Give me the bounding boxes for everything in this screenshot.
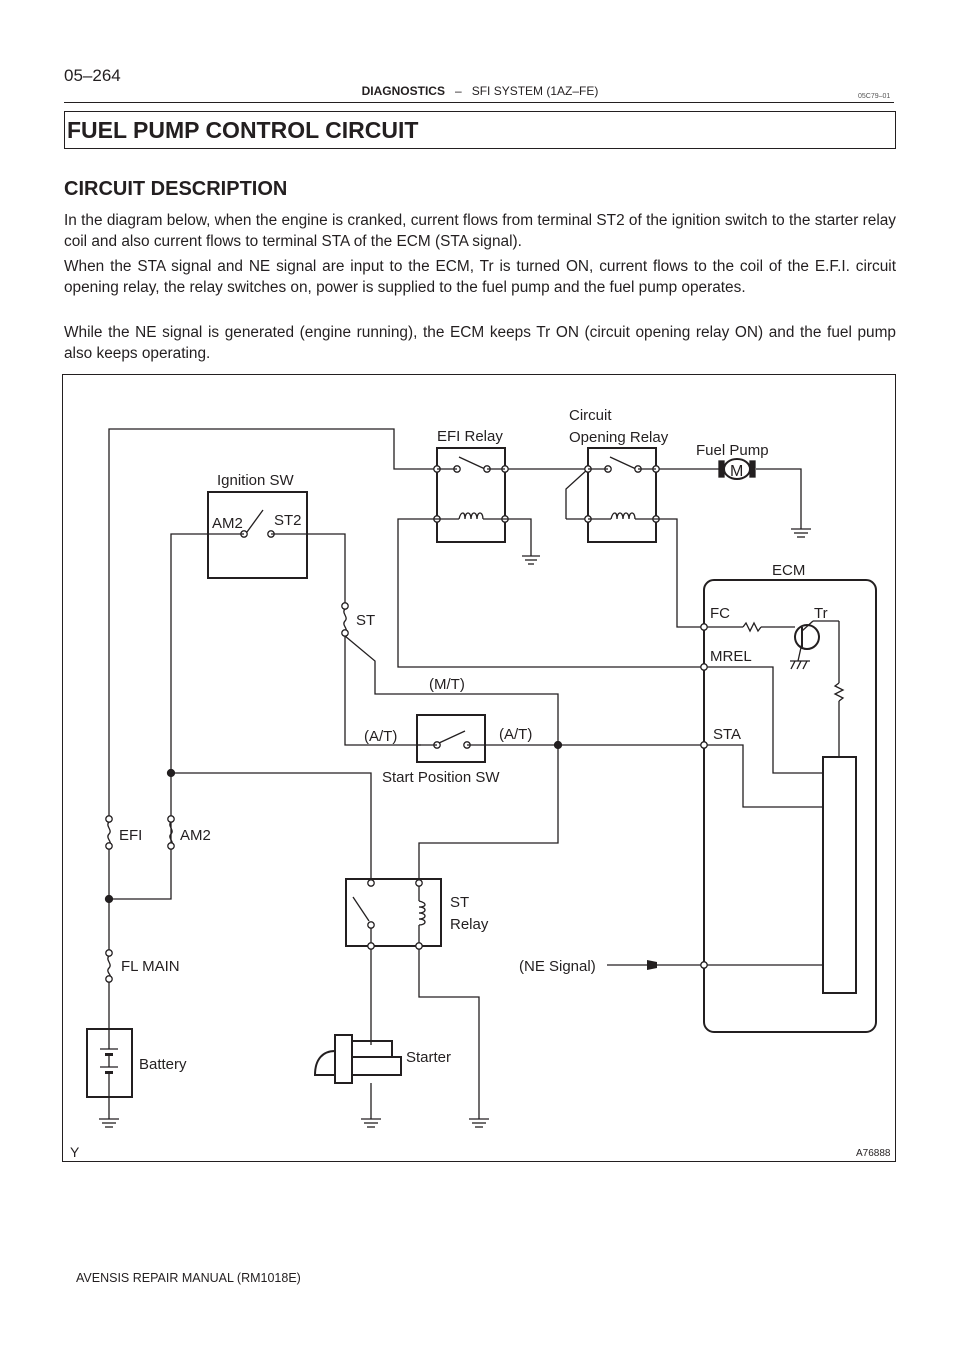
mrel-wire bbox=[397, 518, 704, 668]
st-relay-ground-wire bbox=[418, 949, 480, 1119]
label-st-relay-1: ST bbox=[450, 894, 469, 911]
label-efi-relay: EFI Relay bbox=[437, 428, 503, 445]
paragraph-2: When the STA signal and NE signal are in… bbox=[64, 258, 896, 296]
st-relay-coil-feed bbox=[418, 745, 559, 879]
label-start-position-sw: Start Position SW bbox=[382, 769, 500, 786]
label-corner-mark: Y bbox=[70, 1144, 80, 1160]
diagram-labels: EFI Relay Circuit Opening Relay Fuel Pum… bbox=[70, 407, 891, 1160]
label-figure-id: A76888 bbox=[856, 1148, 891, 1159]
st-relay-contact-feed bbox=[171, 772, 372, 879]
header-subsection: SFI SYSTEM (1AZ–FE) bbox=[471, 84, 599, 98]
label-mrel: MREL bbox=[710, 648, 752, 665]
label-fl-main: FL MAIN bbox=[121, 958, 180, 975]
circuit-diagram: EFI Relay Circuit Opening Relay Fuel Pum… bbox=[62, 374, 896, 1162]
doc-code: 05C79–01 bbox=[858, 93, 891, 100]
fuel-pump bbox=[718, 458, 756, 480]
page-number: 05–264 bbox=[64, 66, 121, 85]
am2-fuse bbox=[167, 815, 175, 850]
efi-relay bbox=[433, 447, 532, 556]
running-header: DIAGNOSTICS – SFI SYSTEM (1AZ–FE) bbox=[0, 84, 960, 98]
ne-signal-arrow bbox=[607, 960, 701, 970]
label-circuit-opening-relay-1: Circuit bbox=[569, 407, 612, 424]
label-fuel-pump: Fuel Pump bbox=[696, 442, 769, 459]
label-mt: (M/T) bbox=[429, 676, 465, 693]
label-circuit-opening-relay-2: Opening Relay bbox=[569, 429, 669, 446]
ignition-switch bbox=[207, 491, 308, 579]
junction-main bbox=[104, 894, 114, 904]
st-relay bbox=[345, 878, 442, 950]
label-at-right: (A/T) bbox=[499, 726, 532, 743]
label-am2-fuse: AM2 bbox=[180, 827, 211, 844]
label-tr: Tr bbox=[814, 605, 828, 622]
label-st-fuse: ST bbox=[356, 612, 375, 629]
am2-lower-wire bbox=[109, 849, 172, 900]
header-rule bbox=[64, 102, 894, 103]
start-position-switch bbox=[416, 714, 486, 763]
ground-starter bbox=[361, 1118, 381, 1128]
fl-main-fuse bbox=[105, 949, 113, 983]
ground-efi-relay bbox=[522, 555, 540, 565]
label-battery: Battery bbox=[139, 1056, 187, 1073]
label-efi-fuse: EFI bbox=[119, 827, 142, 844]
paragraph-1: In the diagram below, when the engine is… bbox=[64, 212, 896, 250]
label-am2-terminal: AM2 bbox=[212, 515, 243, 532]
label-st2-terminal: ST2 bbox=[274, 512, 302, 529]
junction-am2 bbox=[166, 768, 176, 778]
page-title: FUEL PUMP CONTROL CIRCUIT bbox=[64, 111, 896, 149]
label-ne-signal: (NE Signal) bbox=[519, 958, 596, 975]
efi-fuse bbox=[105, 815, 113, 850]
footer: AVENSIS REPAIR MANUAL (RM1018E) bbox=[76, 1271, 301, 1285]
section-heading: CIRCUIT DESCRIPTION bbox=[64, 178, 288, 200]
header-section: DIAGNOSTICS bbox=[361, 84, 445, 98]
am2-feed-wire bbox=[170, 533, 208, 843]
at-wire-left bbox=[344, 636, 421, 746]
starter-motor bbox=[313, 1034, 402, 1084]
mt-wire bbox=[344, 635, 559, 745]
label-motor: M bbox=[730, 463, 743, 480]
paragraph-3: While the NE signal is generated (engine… bbox=[64, 324, 896, 362]
label-starter: Starter bbox=[406, 1049, 451, 1066]
ecm-box bbox=[700, 579, 877, 1033]
fc-wire bbox=[656, 518, 704, 628]
label-st-relay-2: Relay bbox=[450, 916, 489, 933]
ground-st-relay bbox=[469, 1118, 489, 1128]
label-at-left: (A/T) bbox=[364, 728, 397, 745]
ground-battery bbox=[99, 1118, 119, 1128]
ground-fuel-pump bbox=[791, 528, 811, 538]
label-ecm: ECM bbox=[772, 562, 805, 579]
label-sta: STA bbox=[713, 726, 741, 743]
label-fc: FC bbox=[710, 605, 730, 622]
st2-wire bbox=[307, 533, 346, 603]
header-separator: – bbox=[454, 84, 462, 98]
top-feed-wires bbox=[108, 428, 802, 819]
battery bbox=[86, 1028, 133, 1119]
circuit-diagram-svg: EFI Relay Circuit Opening Relay Fuel Pum… bbox=[70, 407, 891, 1160]
label-ignition-sw: Ignition SW bbox=[217, 472, 295, 489]
st-fuse bbox=[341, 602, 349, 637]
circuit-opening-relay bbox=[584, 447, 660, 543]
